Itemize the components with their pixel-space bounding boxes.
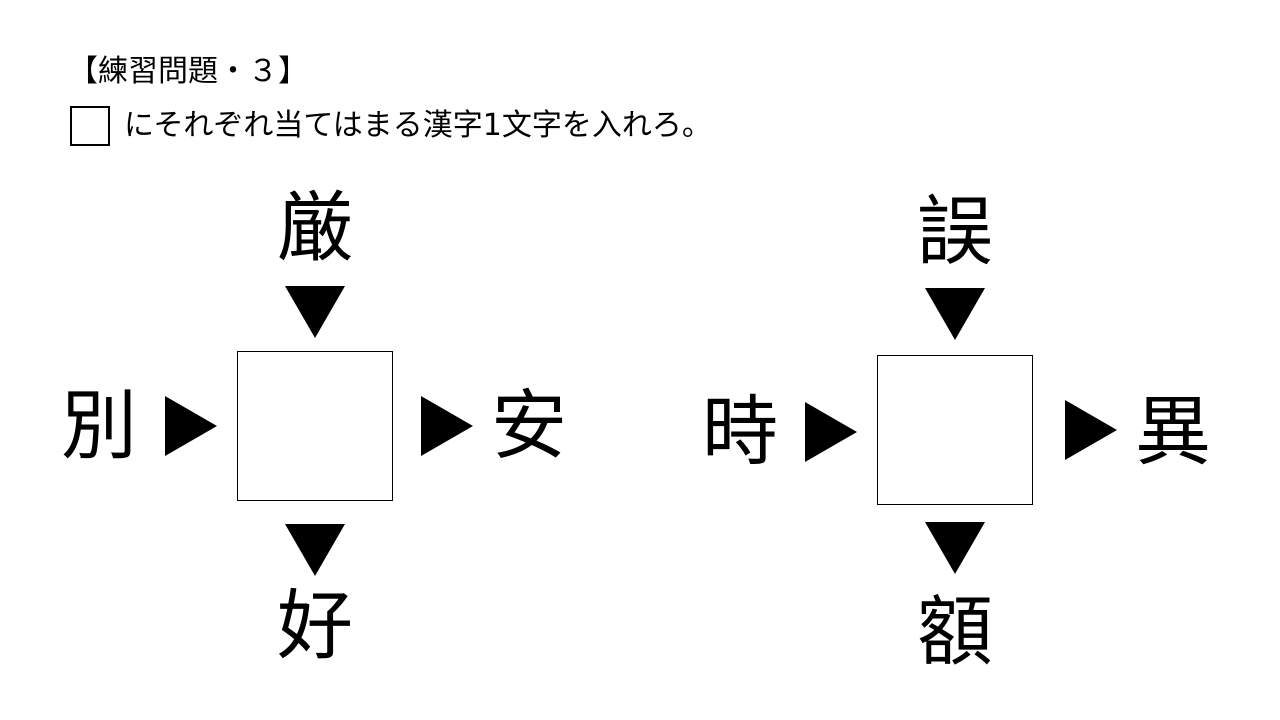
puzzle-1-right-arrow-icon (421, 396, 473, 456)
instruction-text: にそれぞれ当てはまる漢字1文字を入れろ。 (124, 108, 712, 143)
puzzle-2-answer-box[interactable] (877, 355, 1033, 505)
puzzle-2-bottom-arrow-icon (925, 522, 985, 574)
puzzle-2-left-kanji: 時 (702, 387, 778, 476)
instruction-row: にそれぞれ当てはまる漢字1文字を入れろ。 (70, 104, 712, 148)
puzzle-2-top-kanji: 誤 (917, 187, 993, 276)
puzzle-1-left-kanji: 別 (61, 381, 137, 470)
puzzle-2-top-arrow-icon (925, 288, 985, 340)
puzzle-1-bottom-kanji: 好 (277, 581, 353, 670)
puzzle-2-bottom-kanji: 額 (917, 587, 993, 676)
puzzle-2-left-arrow-icon (805, 402, 857, 462)
puzzle-2-right-arrow-icon (1065, 400, 1117, 460)
puzzle-1-bottom-arrow-icon (285, 524, 345, 576)
puzzle-1-answer-box[interactable] (237, 351, 393, 501)
puzzle-1-top-arrow-icon (285, 286, 345, 338)
puzzle-2-right-kanji: 異 (1135, 387, 1211, 476)
puzzle-1-top-kanji: 厳 (277, 183, 353, 272)
exercise-title: 【練習問題・３】 (68, 54, 308, 89)
puzzle-1-left-arrow-icon (165, 396, 217, 456)
puzzle-1-right-kanji: 安 (491, 381, 567, 470)
instruction-blank-box-icon (70, 106, 110, 146)
